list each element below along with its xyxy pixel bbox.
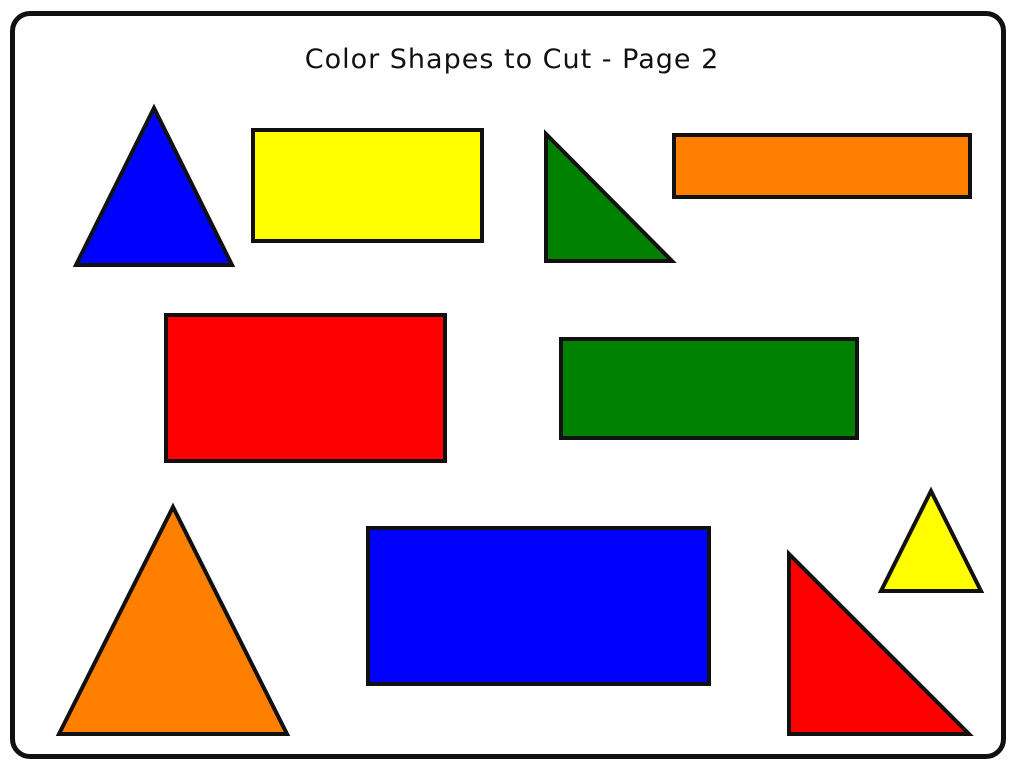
red-right-triangle: [787, 549, 974, 736]
orange-rectangle: [672, 133, 972, 199]
red-rectangle: [164, 313, 447, 463]
green-right-triangle: [544, 129, 677, 263]
green-rectangle: [559, 337, 859, 440]
page-border: [10, 11, 1006, 759]
blue-rectangle: [366, 526, 711, 686]
page-title: Color Shapes to Cut - Page 2: [304, 44, 720, 75]
orange-triangle: [55, 502, 291, 736]
yellow-triangle: [877, 486, 985, 593]
yellow-rectangle: [251, 128, 484, 243]
blue-triangle: [72, 103, 236, 267]
